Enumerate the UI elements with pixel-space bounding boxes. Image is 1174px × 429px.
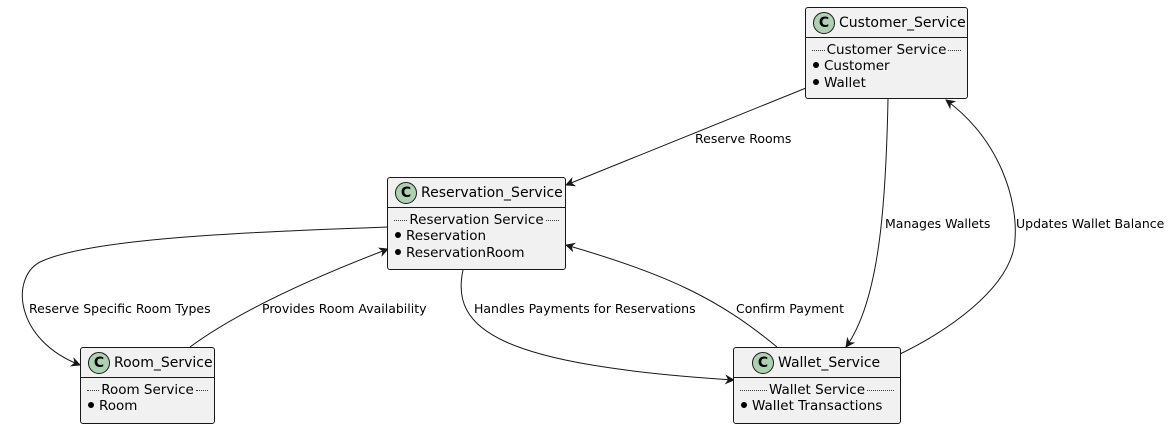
edge-provides-room-availability xyxy=(189,247,389,348)
edge-label-confirm-payment: Confirm Payment xyxy=(736,301,844,316)
section-separator: Customer Service xyxy=(812,42,961,58)
edge-reserve-specific-room-types xyxy=(21,226,389,367)
edge-label-reserve-specific-room-types: Reserve Specific Room Types xyxy=(29,301,211,316)
section-separator: Wallet Service xyxy=(740,382,894,398)
member-item: Wallet xyxy=(812,75,961,92)
class-c-icon: C xyxy=(88,351,110,374)
class-c-icon: C xyxy=(752,351,774,374)
class-c-icon: C xyxy=(395,181,417,204)
member-item: Reservation xyxy=(394,228,559,245)
class-header: C Customer_Service xyxy=(806,8,967,38)
class-header: C Room_Service xyxy=(81,348,214,378)
member-item: Room xyxy=(87,398,208,415)
bullet-icon xyxy=(395,249,401,255)
section-separator: Reservation Service xyxy=(394,212,559,228)
class-reservation-service: C Reservation_Service Reservation Servic… xyxy=(387,177,566,270)
class-wallet-service: C Wallet_Service Wallet Service Wallet T… xyxy=(733,347,901,424)
edge-confirm-payment xyxy=(565,242,778,348)
class-name: Wallet_Service xyxy=(778,354,881,371)
class-header: C Reservation_Service xyxy=(388,178,565,208)
class-name: Reservation_Service xyxy=(421,184,563,201)
edge-reserve-rooms xyxy=(565,87,807,187)
bullet-icon xyxy=(741,402,747,408)
edge-manages-wallets xyxy=(845,98,889,348)
class-name: Customer_Service xyxy=(839,14,966,31)
edge-updates-wallet-balance xyxy=(899,99,1016,355)
edge-label-handles-payments: Handles Payments for Reservations xyxy=(474,301,696,316)
edge-label-updates-wallet-balance: Updates Wallet Balance xyxy=(1016,216,1165,231)
member-item: Wallet Transactions xyxy=(740,398,894,415)
bullet-icon xyxy=(88,402,94,408)
class-c-icon: C xyxy=(813,11,835,34)
class-customer-service: C Customer_Service Customer Service Cust… xyxy=(805,7,968,99)
class-name: Room_Service xyxy=(114,354,213,371)
bullet-icon xyxy=(813,62,819,68)
edge-handles-payments xyxy=(460,269,735,385)
member-item: ReservationRoom xyxy=(394,245,559,262)
member-item: Customer xyxy=(812,58,961,75)
edge-label-provides-room-availability: Provides Room Availability xyxy=(262,301,427,316)
bullet-icon xyxy=(813,79,819,85)
edge-label-manages-wallets: Manages Wallets xyxy=(885,216,991,231)
class-header: C Wallet_Service xyxy=(734,348,900,378)
edge-label-reserve-rooms: Reserve Rooms xyxy=(695,131,792,146)
class-room-service: C Room_Service Room Service Room xyxy=(80,347,215,424)
section-separator: Room Service xyxy=(87,382,208,398)
bullet-icon xyxy=(395,232,401,238)
